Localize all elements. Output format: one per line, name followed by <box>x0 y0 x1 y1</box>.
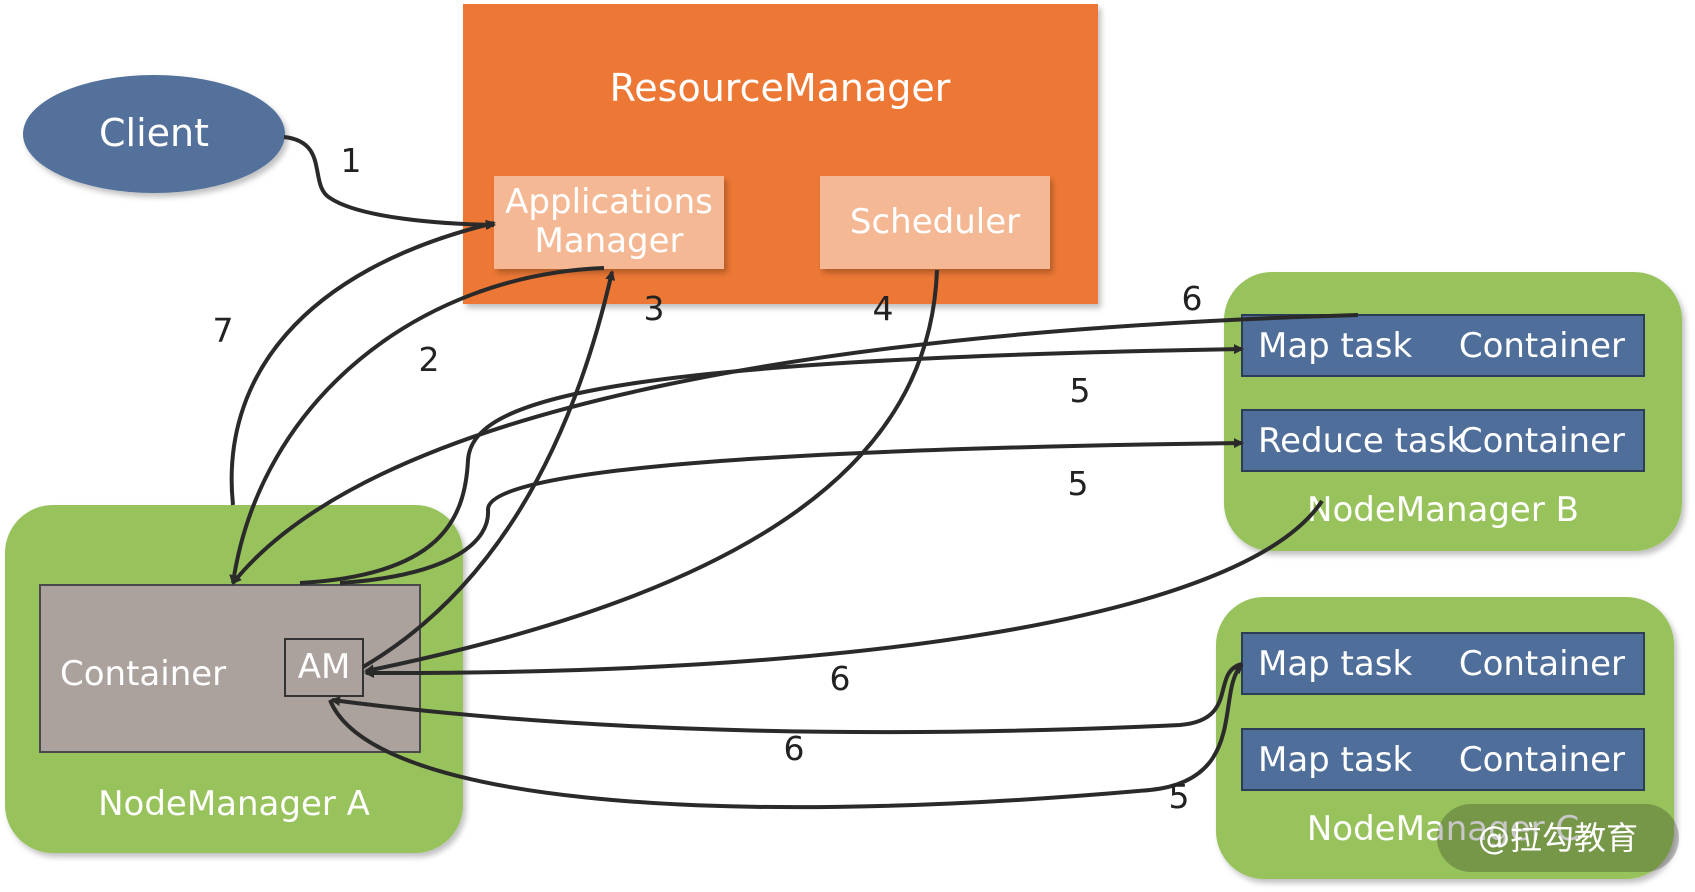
arrow-3 <box>361 270 616 669</box>
b-map-container-label: Container <box>1459 326 1625 366</box>
nodemanager-a: Container AM NodeManager A <box>5 505 463 853</box>
watermark-pill <box>1437 804 1679 872</box>
applications-manager-label-line2: Manager <box>534 221 683 261</box>
am-label: AM <box>298 647 351 687</box>
arrow-4 <box>364 269 939 675</box>
arrow-5-c-map <box>328 663 1244 810</box>
c-map-task-1-box <box>1241 632 1645 695</box>
c-map-task-2-label: Map task <box>1258 740 1412 780</box>
arrow-5-b-reduce <box>339 438 1244 585</box>
arrow-7 <box>229 220 496 506</box>
arrow-6-b-map <box>231 313 1359 585</box>
b-map-task-box <box>1241 314 1645 377</box>
client-label: Client <box>99 111 209 155</box>
arrow-2 <box>229 266 605 585</box>
resource-manager: ResourceManager Applications Manager Sch… <box>463 4 1098 304</box>
arrow-6-b-reduce <box>364 499 1324 679</box>
edge-label-3: 3 <box>644 289 665 328</box>
c-map-task-1-label: Map task <box>1258 644 1412 684</box>
nodemanager-c-label: NodeManager C <box>1307 809 1579 849</box>
edge-label-5a: 5 <box>1070 371 1091 410</box>
applications-manager-label-line1: Applications <box>505 182 713 222</box>
arrow-5-b-map <box>299 344 1244 585</box>
edge-label-5b: 5 <box>1068 464 1089 503</box>
edge-label-6b: 6 <box>830 659 851 698</box>
container-a-label: Container <box>60 654 226 694</box>
scheduler-label: Scheduler <box>850 202 1020 242</box>
b-reduce-task-label: Reduce task <box>1258 421 1466 461</box>
c-map-container-1-label: Container <box>1459 644 1625 684</box>
client: Client <box>23 75 285 193</box>
edge-label-6c: 6 <box>784 729 805 768</box>
watermark-text: @拉勾教育 <box>1478 819 1638 857</box>
flow-arrows <box>229 135 1359 810</box>
client-ellipse <box>23 75 285 193</box>
scheduler-box <box>820 176 1050 269</box>
c-map-container-2-label: Container <box>1459 740 1625 780</box>
applications-manager-box <box>494 176 724 269</box>
edge-labels: 1 2 3 4 5 5 5 6 6 6 7 <box>213 141 1203 816</box>
b-reduce-container-label: Container <box>1459 421 1625 461</box>
edge-label-1: 1 <box>341 141 362 180</box>
watermark: @拉勾教育 <box>1437 804 1679 872</box>
edge-label-5c: 5 <box>1169 777 1190 816</box>
arrow-1 <box>283 135 496 230</box>
nodemanager-b: Map task Container Reduce task Container… <box>1224 272 1682 551</box>
edge-label-6a: 6 <box>1182 279 1203 318</box>
edge-label-7: 7 <box>213 311 234 350</box>
edge-label-2: 2 <box>419 340 440 379</box>
scheduler: Scheduler <box>820 176 1050 269</box>
c-map-task-2-box <box>1241 728 1645 791</box>
applications-manager: Applications Manager <box>494 176 724 269</box>
b-map-task-label: Map task <box>1258 326 1412 366</box>
nodemanager-a-label: NodeManager A <box>98 784 370 824</box>
edge-label-4: 4 <box>873 289 894 328</box>
nodemanager-c: Map task Container Map task Container No… <box>1216 597 1674 879</box>
am-box <box>284 638 364 697</box>
arrow-6-c-map <box>330 662 1243 735</box>
resource-manager-label: ResourceManager <box>610 66 951 110</box>
nodemanager-b-label: NodeManager B <box>1307 490 1579 530</box>
